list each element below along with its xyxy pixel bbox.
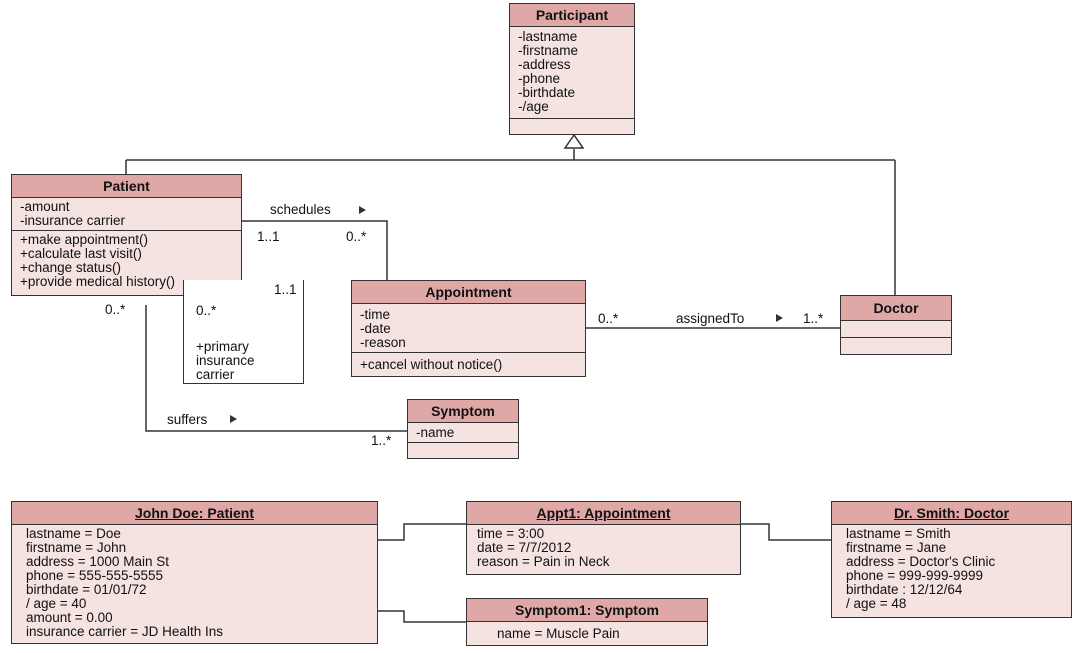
object-appt1: Appt1: Appointment time = 3:00 date = 7/…: [466, 501, 741, 575]
object-value: lastname = Smith: [846, 526, 951, 541]
attribute: -amount: [20, 199, 70, 214]
class-title: Appointment: [352, 281, 585, 304]
attributes-section: -name: [408, 423, 518, 443]
object-title: Appt1: Appointment: [467, 502, 740, 525]
primary-insurance-bottom-multiplicity: 0..*: [196, 303, 217, 318]
object-title: Symptom1: Symptom: [467, 599, 707, 622]
attribute: -time: [360, 307, 390, 322]
attribute: -firstname: [518, 43, 579, 58]
object-value: phone = 999-999-9999: [846, 568, 983, 583]
suffers-direction-arrow: [230, 415, 237, 423]
operation: +make appointment(): [20, 232, 148, 247]
suffers-patient-multiplicity: 0..*: [105, 302, 126, 317]
object-values: time = 3:00 date = 7/7/2012 reason = Pai…: [467, 525, 740, 571]
assigned-to-label: assignedTo: [676, 311, 745, 326]
primary-insurance-top-multiplicity: 1..1: [274, 282, 297, 297]
attribute: -reason: [360, 335, 406, 350]
suffers-label: suffers: [167, 412, 208, 427]
attribute: -/age: [518, 99, 549, 114]
role-line: +primary: [196, 339, 249, 354]
attributes-section: -amount -insurance carrier: [12, 198, 241, 231]
operation: +provide medical history(): [20, 274, 175, 289]
object-value: time = 3:00: [477, 526, 545, 541]
object-value: firstname = Jane: [846, 540, 947, 555]
operations-section: +cancel without notice(): [352, 353, 585, 374]
operations-section: [510, 119, 634, 123]
attribute: -phone: [518, 71, 561, 86]
class-title: Participant: [510, 4, 634, 27]
object-value: birthdate = 01/01/72: [26, 582, 147, 597]
attribute: -lastname: [518, 29, 578, 44]
operation: +calculate last visit(): [20, 246, 142, 261]
object-value: amount = 0.00: [26, 610, 113, 625]
operation: +cancel without notice(): [360, 357, 503, 372]
object-john-doe: John Doe: Patient lastname = Doe firstna…: [11, 501, 378, 644]
attribute: -insurance carrier: [20, 213, 126, 228]
object-value: firstname = John: [26, 540, 127, 555]
object-value: name = Muscle Pain: [497, 626, 620, 641]
suffers-symptom-multiplicity: 1..*: [371, 433, 392, 448]
class-participant: Participant -lastname -firstname -addres…: [509, 3, 635, 135]
attributes-section: [841, 321, 951, 338]
schedules-appointment-multiplicity: 0..*: [346, 229, 367, 244]
role-line: carrier: [196, 367, 235, 382]
attributes-section: -lastname -firstname -address -phone -bi…: [510, 27, 634, 119]
role-line: insurance: [196, 353, 255, 368]
class-title: Doctor: [841, 296, 951, 321]
suffers-line: [145, 305, 407, 432]
attribute: -date: [360, 321, 391, 336]
attribute: -address: [518, 57, 571, 72]
object-value: / age = 48: [846, 596, 907, 611]
operations-section: [841, 338, 951, 342]
link-appt1-smith: [741, 523, 831, 541]
object-value: address = 1000 Main St: [26, 554, 169, 569]
object-dr-smith: Dr. Smith: Doctor lastname = Smith first…: [831, 501, 1072, 618]
class-doctor: Doctor: [840, 295, 952, 355]
object-value: address = Doctor's Clinic: [846, 554, 996, 569]
object-value: birthdate : 12/12/64: [846, 582, 963, 597]
operations-section: +make appointment() +calculate last visi…: [12, 231, 241, 291]
object-values: lastname = Doe firstname = John address …: [12, 525, 377, 641]
patient-overlap-cover: [183, 278, 242, 280]
primary-insurance-association: [183, 280, 304, 384]
object-value: lastname = Doe: [26, 526, 121, 541]
schedules-direction-arrow: [359, 206, 366, 214]
assigned-to-appointment-multiplicity: 0..*: [598, 311, 619, 326]
link-john-symptom1: [378, 610, 466, 623]
object-value: phone = 555-555-5555: [26, 568, 163, 583]
object-value: insurance carrier = JD Health Ins: [26, 624, 223, 639]
attribute: -name: [416, 425, 455, 440]
class-patient: Patient -amount -insurance carrier +make…: [11, 174, 242, 296]
link-john-appt1: [378, 523, 466, 541]
class-title: Symptom: [408, 400, 518, 423]
operation: +change status(): [20, 260, 121, 275]
object-value: reason = Pain in Neck: [477, 554, 610, 569]
schedules-label: schedules: [270, 202, 331, 217]
assigned-to-direction-arrow: [776, 314, 783, 322]
object-value: date = 7/7/2012: [477, 540, 572, 555]
object-title: Dr. Smith: Doctor: [832, 502, 1071, 525]
operations-section: [408, 443, 518, 447]
assigned-to-doctor-multiplicity: 1..*: [803, 311, 824, 326]
object-value: / age = 40: [26, 596, 87, 611]
class-title: Patient: [12, 175, 241, 198]
object-values: name = Muscle Pain: [467, 622, 707, 643]
attributes-section: -time -date -reason: [352, 304, 585, 353]
generalization-arrowhead: [563, 133, 585, 149]
schedules-patient-multiplicity: 1..1: [257, 229, 280, 244]
attribute: -birthdate: [518, 85, 576, 100]
class-symptom: Symptom -name: [407, 399, 519, 459]
object-symptom1: Symptom1: Symptom name = Muscle Pain: [466, 598, 708, 646]
schedules-line: [242, 220, 388, 280]
primary-insurance-role: +primary insurance carrier: [196, 340, 255, 382]
class-appointment: Appointment -time -date -reason +cancel …: [351, 280, 586, 377]
object-values: lastname = Smith firstname = Jane addres…: [832, 525, 1071, 613]
object-title: John Doe: Patient: [12, 502, 377, 525]
